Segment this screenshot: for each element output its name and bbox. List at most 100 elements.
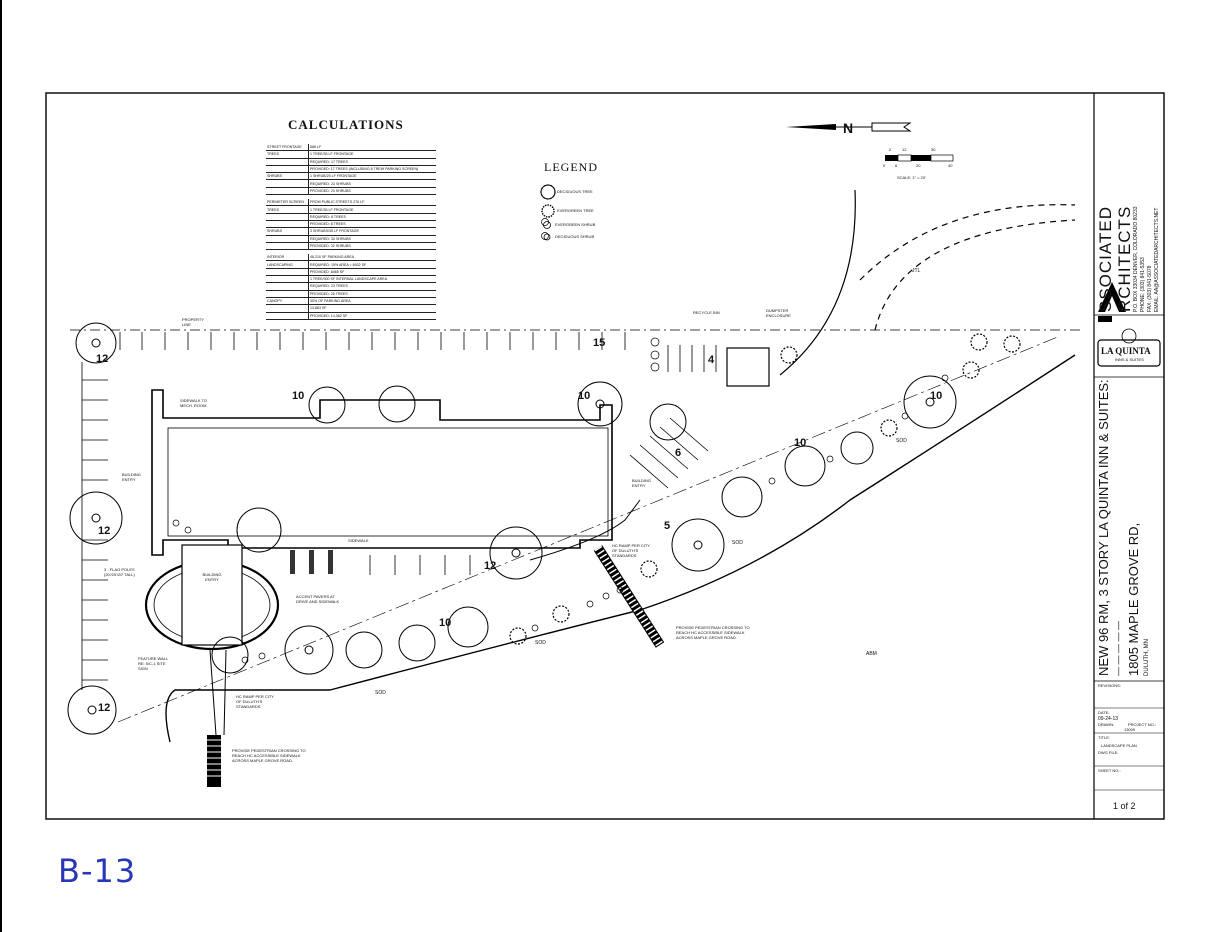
calc-row-value: PROVIDED: 14,362 SF bbox=[308, 312, 436, 320]
calc-row-label bbox=[266, 165, 309, 174]
crossing-right-label: PROVIDE PEDESTRIAN CROSSING TO REACH HC … bbox=[676, 625, 750, 640]
dashed-drive-arc-1 bbox=[859, 204, 1076, 281]
revisions-label: REVISIONS: bbox=[1098, 683, 1121, 688]
calc-row-value: 1 TREE/300 SF INTERNAL LANDSCAPE AREA bbox=[308, 275, 436, 284]
calc-row-label: SHRUBS bbox=[266, 227, 309, 236]
crosswalk-right bbox=[593, 545, 665, 648]
hc-ramp-left-label: HC RAMP PER CITY OF DULUTH'S STANDARDS bbox=[236, 694, 274, 709]
calc-row-value: PROVIDED: 23 SHRUBS bbox=[308, 187, 436, 196]
plan-number-5: 5 bbox=[664, 520, 671, 532]
plan-number-12c: 12 bbox=[98, 702, 111, 714]
calc-row-value: PROVIDED: 8 TREES bbox=[308, 220, 436, 229]
dumpster-enclosure bbox=[726, 347, 770, 387]
calc-row: 1 TREE/300 SF INTERNAL LANDSCAPE AREA bbox=[266, 275, 436, 284]
plan-number-10b: 10 bbox=[578, 390, 591, 402]
road-centerline bbox=[117, 335, 1061, 723]
scale-tick-1: 6 bbox=[895, 163, 898, 168]
sidewalk-strip bbox=[209, 649, 217, 736]
calc-row-value: REQUIRED: 17 TREES bbox=[308, 158, 436, 166]
calc-row-label: STREET FRONTAGE bbox=[266, 144, 309, 152]
scale-tick-2: 20 bbox=[916, 163, 921, 168]
legend-deciduous-shrub: DECIDUOUS SHRUB bbox=[555, 234, 595, 239]
accessible-stall-hatch bbox=[290, 550, 333, 574]
calc-row: 13,863 SF bbox=[266, 304, 436, 313]
calc-row-value: PROVIDED: 8465 SF bbox=[308, 268, 436, 277]
legend-symbols bbox=[540, 184, 556, 241]
driveway-curve bbox=[779, 189, 856, 376]
calc-row-label: LANDSCAPING bbox=[266, 260, 309, 269]
calc-row-value: REQUIRED: 23 SHRUBS bbox=[308, 179, 436, 188]
sidewalk-to-mech-label: SIDEWALK TO MECH. ROOM bbox=[180, 398, 208, 408]
project-no-value: 13009 bbox=[1124, 727, 1136, 732]
calc-row-label bbox=[266, 290, 309, 298]
building-entry-right-label: BUILDING ENTRY bbox=[632, 478, 651, 488]
calc-row: REQUIRED: 8 TREES bbox=[266, 213, 436, 221]
calc-row-label: SHRUBS bbox=[266, 172, 309, 181]
calc-row-label: TREES bbox=[266, 150, 309, 159]
calc-row: PROVIDED: 32 SHRUBS bbox=[266, 242, 436, 251]
calc-row-label bbox=[266, 282, 309, 291]
dashed-drive-arc-2 bbox=[874, 219, 1076, 331]
north-label: N bbox=[843, 120, 854, 136]
drawn-label: DRAWN: bbox=[1098, 722, 1115, 727]
plan-number-10a: 10 bbox=[292, 390, 305, 402]
calc-row-value: PROVIDED: 17 TREES (INCLUDING 8 TREW PAR… bbox=[308, 165, 436, 174]
scale-bar bbox=[885, 154, 954, 162]
sidewalk-curve bbox=[529, 499, 641, 561]
date-label: DATE: bbox=[1098, 710, 1110, 715]
plan-number-12a: 12 bbox=[98, 525, 111, 537]
project-no-label: PROJECT NO.: bbox=[1128, 722, 1156, 727]
calc-row-value: REQUIRED: 15% AREA = 6932 SF bbox=[308, 260, 436, 269]
calc-row-label bbox=[266, 275, 309, 284]
handwritten-sheet-note: B-13 bbox=[58, 852, 137, 890]
sheet-no-label: SHEET NO.: bbox=[1098, 768, 1121, 773]
scale-top-tick-2: 30 bbox=[931, 147, 936, 152]
scale-top-tick-1: 12 bbox=[902, 147, 907, 152]
crosswalk-left bbox=[207, 735, 221, 787]
calc-row-label bbox=[266, 158, 309, 166]
project-city: DULUTH, MN bbox=[1144, 639, 1150, 676]
parking-stalls-west bbox=[81, 362, 108, 690]
plan-number-15: 15 bbox=[593, 337, 606, 349]
north-arrow bbox=[786, 122, 912, 132]
property-line-label: PROPERTY LINE bbox=[182, 317, 204, 327]
calc-row-value: 1 TREE/35 LF FRONTAGE bbox=[308, 150, 436, 159]
calc-row-label: TREES bbox=[266, 205, 309, 214]
legend-evergreen-shrub: EVERGREEN SHRUB bbox=[555, 222, 596, 227]
abm-label: ABM bbox=[866, 651, 877, 657]
calc-row-label bbox=[266, 304, 309, 313]
building-entry-left-label: BUILDING ENTRY bbox=[122, 472, 141, 482]
calc-row-label bbox=[266, 235, 309, 243]
parking-stalls-angled bbox=[629, 417, 709, 489]
recycle-bin-label: RECYCLE BIN bbox=[693, 310, 720, 315]
building-entry-main-label: BUILDING ENTRY bbox=[202, 572, 222, 582]
dumpster-label: DUMPSTER ENCLOSURE bbox=[766, 308, 791, 318]
calc-row-value: 3 SHRUBS/35 LF FRONTAGE bbox=[308, 227, 436, 236]
plan-number-6: 6 bbox=[675, 447, 682, 459]
legend-title: LEGEND bbox=[544, 160, 598, 174]
plan-number-10c: 10 bbox=[439, 617, 452, 629]
calc-row-value: 586 LF bbox=[308, 144, 436, 152]
calc-row: PROVIDED: 26 TREES bbox=[266, 290, 436, 298]
parking-stalls-north bbox=[119, 332, 717, 372]
calc-row: PROVIDED: 14,362 SF bbox=[266, 312, 436, 320]
calc-row: PROVIDED: 17 TREES (INCLUDING 8 TREW PAR… bbox=[266, 165, 436, 174]
plan-number-4: 4 bbox=[708, 354, 715, 366]
legend-evergreen-tree: EVERGREEN TREE bbox=[557, 208, 594, 213]
calc-row-value: 1 TREE/35 LF FRONTAGE bbox=[308, 205, 436, 214]
firm-email: EMAIL: AA@ASSOCIATEDARCHITECTS.NET bbox=[1154, 207, 1160, 312]
firm-name-line1: SSOCIATED bbox=[1096, 206, 1115, 312]
project-dashes: — — — — — bbox=[1113, 620, 1123, 676]
date-value: 09-24-13 bbox=[1098, 716, 1119, 722]
calc-row-label bbox=[266, 187, 309, 196]
calc-row-label bbox=[266, 179, 309, 188]
plan-number-10d: 10 bbox=[794, 437, 807, 449]
firm-logo bbox=[1098, 282, 1126, 322]
calc-row-value: 46,210 SF PARKING AREA bbox=[308, 254, 436, 262]
